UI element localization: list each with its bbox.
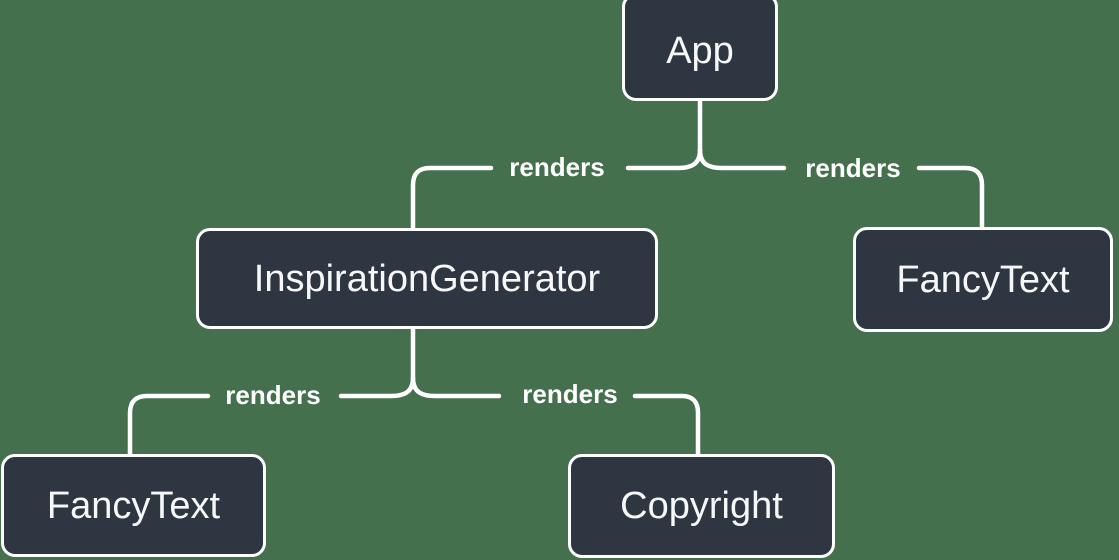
edge-app-inspirationgenerator-left — [625, 147, 703, 171]
edge-app-fancytext-right — [697, 147, 787, 171]
node-app: App — [622, 0, 778, 101]
node-inspiration-generator: InspirationGenerator — [196, 228, 658, 329]
edge-inspiration-fancytext-left — [338, 375, 416, 399]
edge-inspiration-copyright-drop — [632, 393, 701, 458]
node-copyright-label: Copyright — [620, 485, 783, 527]
edge-inspiration-copyright-right — [410, 375, 502, 399]
edge-label-renders-app-inspiration: renders — [509, 152, 605, 182]
node-fancy-text-top: FancyText — [853, 227, 1113, 332]
edge-app-fancytext-drop — [916, 165, 985, 231]
node-copyright: Copyright — [568, 454, 835, 558]
edge-label-renders-inspiration-fancytext: renders — [225, 380, 321, 410]
node-app-label: App — [666, 30, 734, 72]
edge-label-renders-inspiration-copyright: renders — [522, 379, 618, 409]
edge-app-inspirationgenerator-drop — [410, 165, 494, 232]
edge-label-renders-app-fancytext: renders — [805, 153, 901, 183]
node-fancy-text-bottom-label: FancyText — [46, 484, 221, 527]
node-fancy-text-top-label: FancyText — [896, 258, 1070, 301]
node-inspiration-generator-label: InspirationGenerator — [253, 257, 601, 300]
edge-inspiration-fancytext-drop — [127, 393, 211, 458]
node-fancy-text-bottom: FancyText — [1, 454, 266, 557]
